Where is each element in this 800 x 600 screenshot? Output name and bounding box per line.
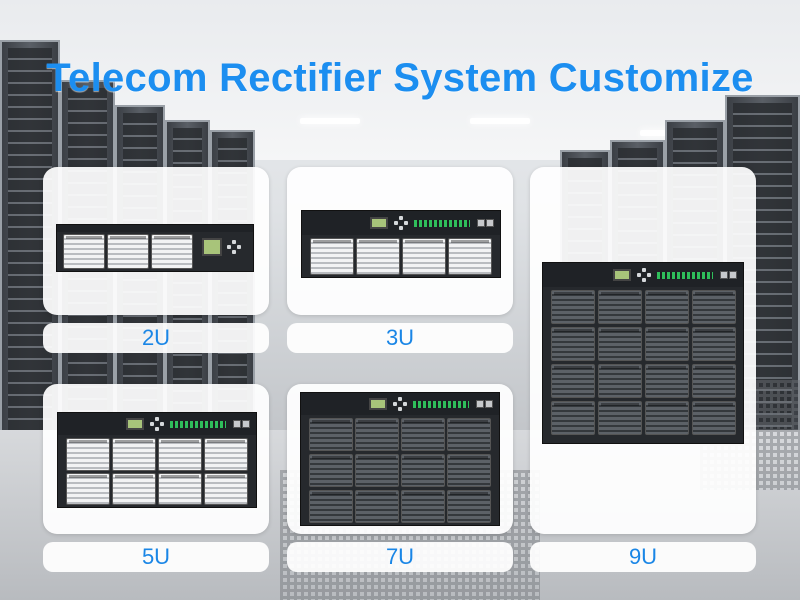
rectifier-9u-image bbox=[542, 262, 744, 444]
ceiling-light bbox=[300, 118, 360, 124]
page-title: Telecom Rectifier System Customize bbox=[46, 56, 754, 100]
product-card-3u[interactable] bbox=[287, 167, 513, 315]
product-label-2u[interactable]: 2U bbox=[43, 323, 269, 353]
product-card-5u[interactable] bbox=[43, 384, 269, 534]
product-label-5u[interactable]: 5U bbox=[43, 542, 269, 572]
rectifier-2u-image bbox=[56, 224, 254, 272]
product-card-2u[interactable] bbox=[43, 167, 269, 315]
product-label-7u[interactable]: 7U bbox=[287, 542, 513, 572]
rectifier-5u-image bbox=[57, 412, 257, 508]
product-label-3u[interactable]: 3U bbox=[287, 323, 513, 353]
rectifier-3u-image bbox=[301, 210, 501, 278]
product-card-9u[interactable] bbox=[530, 167, 756, 534]
rectifier-7u-image bbox=[300, 392, 500, 526]
product-label-9u[interactable]: 9U bbox=[530, 542, 756, 572]
product-card-7u[interactable] bbox=[287, 384, 513, 534]
ceiling-light bbox=[470, 118, 530, 124]
